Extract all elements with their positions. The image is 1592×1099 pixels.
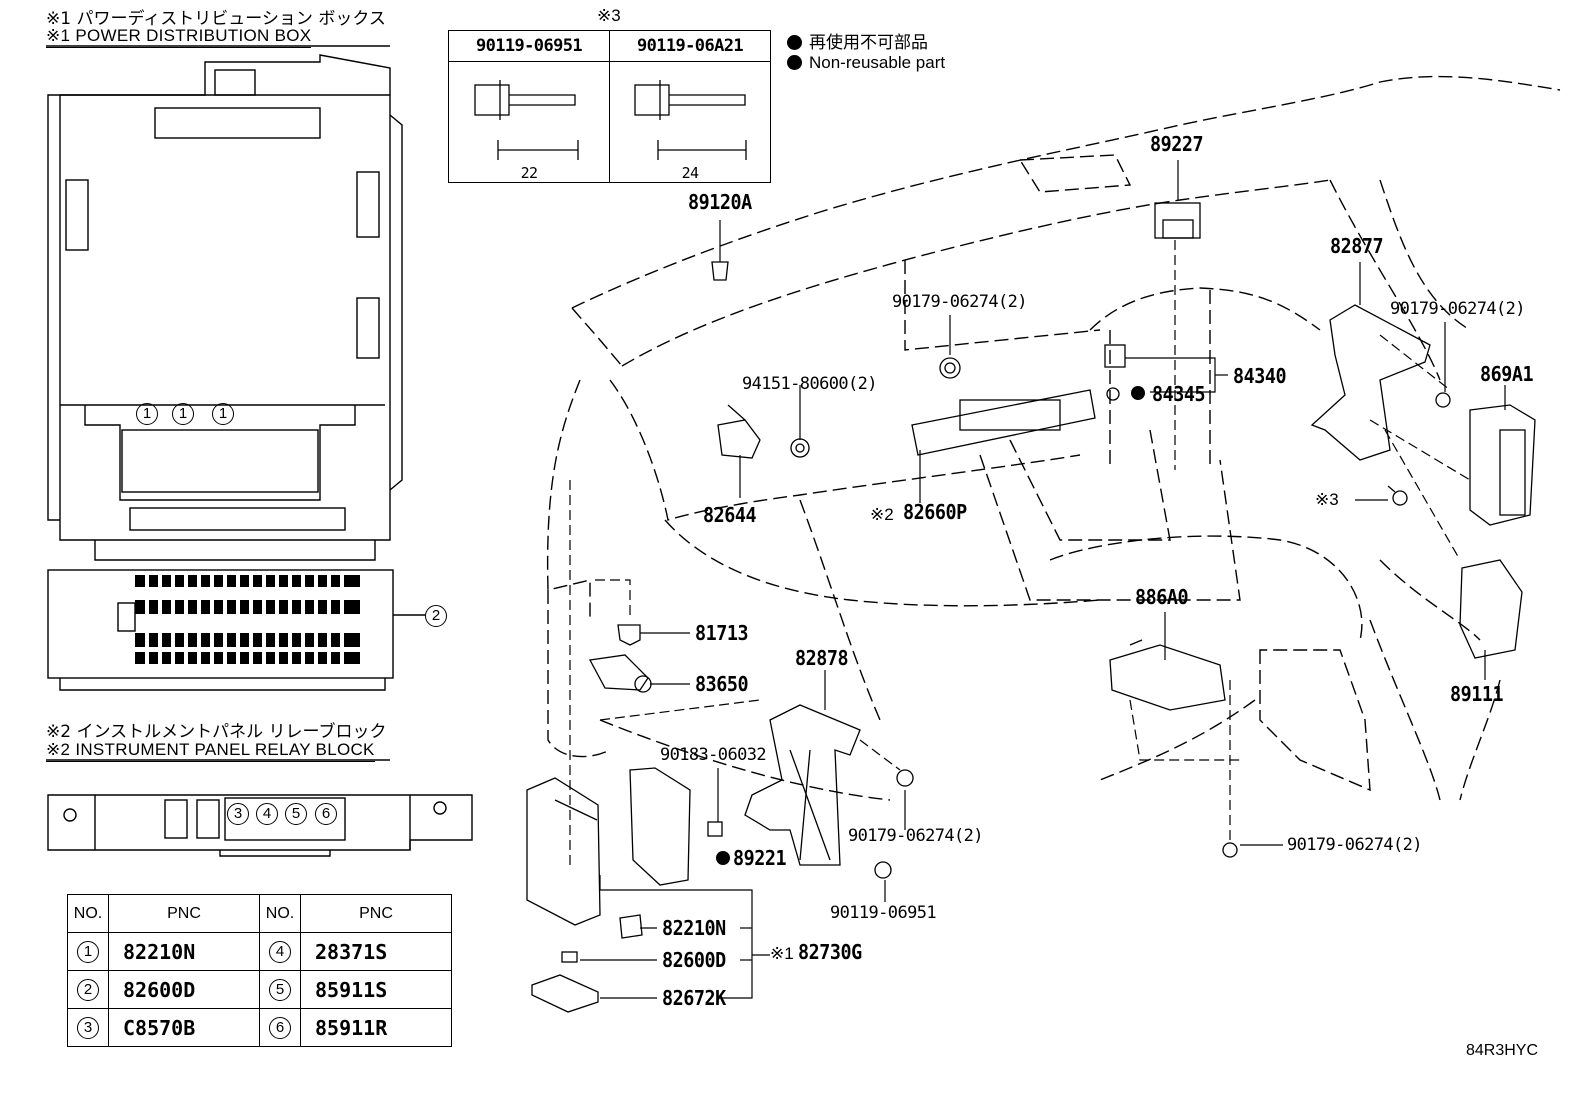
- table-row: 3 C8570B 6 85911R: [67, 1008, 452, 1047]
- callout-circle-6: 6: [315, 803, 337, 825]
- part-label-89111[interactable]: 89111: [1450, 682, 1504, 706]
- part-note-82730g: ※1: [770, 944, 794, 963]
- part-label-81713[interactable]: 81713: [695, 621, 749, 645]
- pnc-value: C8570B: [108, 1008, 260, 1047]
- part-label-90179-c[interactable]: 90179-06274(2): [848, 826, 983, 846]
- bolt-note-3: ※3: [1315, 490, 1339, 509]
- pnc-value: 82600D: [108, 970, 260, 1009]
- pnc-value: 85911R: [300, 1008, 452, 1047]
- pnc-table: NO. PNC NO. PNC 1 82210N 4 28371S 2 8260…: [67, 894, 452, 1047]
- callout-circle-2: 2: [425, 605, 447, 627]
- pdb-side-view: [47, 569, 425, 691]
- table-row: 1 82210N 4 28371S: [67, 932, 452, 971]
- bolt-part-1: 90119-06951: [448, 30, 610, 62]
- part-sketches: [474, 80, 1536, 1013]
- callout-circle-1: 1: [172, 403, 194, 425]
- bolt-table-note: ※3: [597, 6, 621, 25]
- pdb-top-view: [47, 54, 403, 561]
- bolt-part-2: 90119-06A21: [609, 30, 771, 62]
- non-reusable-dot-icon: [787, 55, 802, 70]
- row-number: 4: [269, 940, 291, 963]
- relay-block-header-ja: ※2 インストルメントパネル リレーブロック: [46, 722, 387, 742]
- part-label-82878[interactable]: 82878: [795, 646, 849, 670]
- instrument-panel-outline: [546, 75, 1561, 801]
- part-label-89227[interactable]: 89227: [1150, 132, 1204, 156]
- part-label-84340[interactable]: 84340: [1233, 364, 1287, 388]
- part-label-89120a[interactable]: 89120A: [688, 190, 752, 214]
- callout-circle-3: 3: [227, 803, 249, 825]
- leader-lines: [580, 160, 1506, 999]
- pdb-header-en: ※1 POWER DISTRIBUTION BOX: [46, 26, 312, 48]
- bolt-illustration-1: 22: [448, 61, 610, 183]
- part-label-84345[interactable]: 84345: [1152, 382, 1206, 406]
- part-label-94151[interactable]: 94151-80600(2): [742, 374, 877, 394]
- callout-circle-1: 1: [212, 403, 234, 425]
- callout-circle-5: 5: [285, 803, 307, 825]
- non-reusable-dot-icon: [787, 35, 802, 50]
- row-number: 1: [77, 940, 99, 963]
- bolt-table: 90119-06951 90119-06A21 22 24: [448, 30, 771, 183]
- row-number: 2: [77, 978, 99, 1001]
- pnc-value: 85911S: [300, 970, 452, 1009]
- pnc-value: 28371S: [300, 932, 452, 971]
- part-label-90183[interactable]: 90183-06032: [660, 745, 767, 765]
- pnc-header-no: NO.: [67, 894, 109, 933]
- diagram-code: 84R3HYC: [1466, 1042, 1539, 1059]
- part-label-82730g[interactable]: 82730G: [798, 940, 862, 964]
- callout-circle-4: 4: [256, 803, 278, 825]
- pnc-header-pnc: PNC: [108, 894, 260, 933]
- pdb-header-ja: ※1 パワーディストリビューション ボックス: [46, 9, 386, 29]
- part-label-82210n[interactable]: 82210N: [662, 916, 726, 940]
- part-note-82660p: ※2: [870, 505, 894, 524]
- part-label-90179-d[interactable]: 90179-06274(2): [1287, 835, 1422, 855]
- part-label-83650[interactable]: 83650: [695, 672, 749, 696]
- row-number: 3: [77, 1016, 99, 1039]
- legend-ja: 再使用不可部品: [787, 28, 928, 53]
- part-label-89221[interactable]: 89221: [733, 846, 787, 870]
- part-label-869a1[interactable]: 869A1: [1480, 362, 1534, 386]
- pnc-header-no: NO.: [259, 894, 301, 933]
- part-label-82600d[interactable]: 82600D: [662, 948, 726, 972]
- table-row: 2 82600D 5 85911S: [67, 970, 452, 1009]
- part-label-82644[interactable]: 82644: [703, 503, 757, 527]
- part-label-82672k[interactable]: 82672K: [662, 986, 726, 1010]
- row-number: 5: [269, 978, 291, 1001]
- pnc-value: 82210N: [108, 932, 260, 971]
- row-number: 6: [269, 1016, 291, 1039]
- part-label-82877[interactable]: 82877: [1330, 234, 1384, 258]
- relay-block-header-en: ※2 INSTRUMENT PANEL RELAY BLOCK: [46, 740, 375, 762]
- callout-circle-1: 1: [136, 403, 158, 425]
- part-label-90179-a[interactable]: 90179-06274(2): [892, 292, 1027, 312]
- part-label-90179-b[interactable]: 90179-06274(2): [1390, 299, 1525, 319]
- pnc-header-pnc: PNC: [300, 894, 452, 933]
- relay-block-outline: [47, 794, 473, 857]
- part-label-90119[interactable]: 90119-06951: [830, 903, 937, 923]
- part-label-886a0[interactable]: 886A0: [1135, 585, 1189, 609]
- legend-en: Non-reusable part: [787, 53, 945, 73]
- part-label-82660p[interactable]: 82660P: [903, 500, 967, 524]
- bolt-illustration-2: 24: [609, 61, 771, 183]
